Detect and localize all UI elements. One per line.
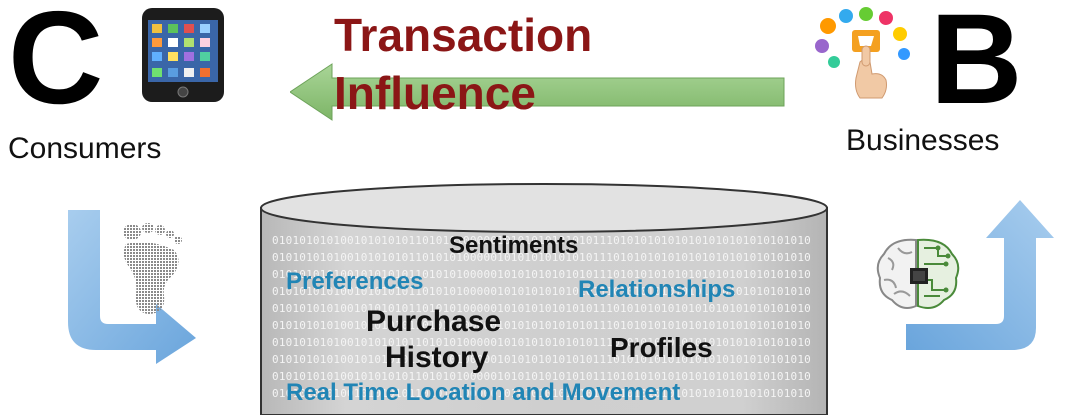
binary-line: 0101010101001010101011010101000001010101… [272,371,812,382]
businesses-label: Businesses [846,124,1000,157]
hand-apps-icon [815,7,910,99]
consumer-flow-arrow [68,210,196,364]
binary-line: 0101010101001010101011010101000001010101… [272,354,812,365]
business-letter-b: B [930,0,1023,131]
binary-line: 0101010101001010101011010101000001010101… [272,320,812,331]
business-flow-arrow [906,200,1054,350]
real-time-location-label: Real Time Location and Movement [286,379,681,406]
profiles-label: Profiles [610,332,713,363]
database-cylinder [260,183,828,415]
sentiments-label: Sentiments [449,232,579,259]
influence-arrow [290,63,785,121]
binary-line: 0101010101001010101011010101000001010101… [272,286,812,297]
consumer-letter-c: C [8,0,104,131]
purchase-label: Purchase [366,305,502,338]
relationships-label: Relationships [578,276,736,303]
binary-line: 0101010101001010101011010101000001010101… [272,235,812,246]
preferences-label: Preferences [286,268,424,295]
influence-text: Influence [334,67,536,119]
binary-line: 0101010101001010101011010101000001010101… [272,269,812,280]
binary-line: 0101010101001010101011010101000001010101… [272,388,812,399]
smartphone-icon [142,8,224,102]
binary-line: 0101010101001010101011010101000001010101… [272,303,812,314]
binary-line: 0101010101001010101011010101000001010101… [272,252,812,263]
consumers-label: Consumers [8,132,162,165]
footprint-icon [123,223,182,314]
binary-line: 0101010101001010101011010101000001010101… [272,337,812,348]
transaction-text: Transaction [334,9,593,61]
history-label: History [385,341,489,374]
brain-chip-icon [876,238,960,309]
